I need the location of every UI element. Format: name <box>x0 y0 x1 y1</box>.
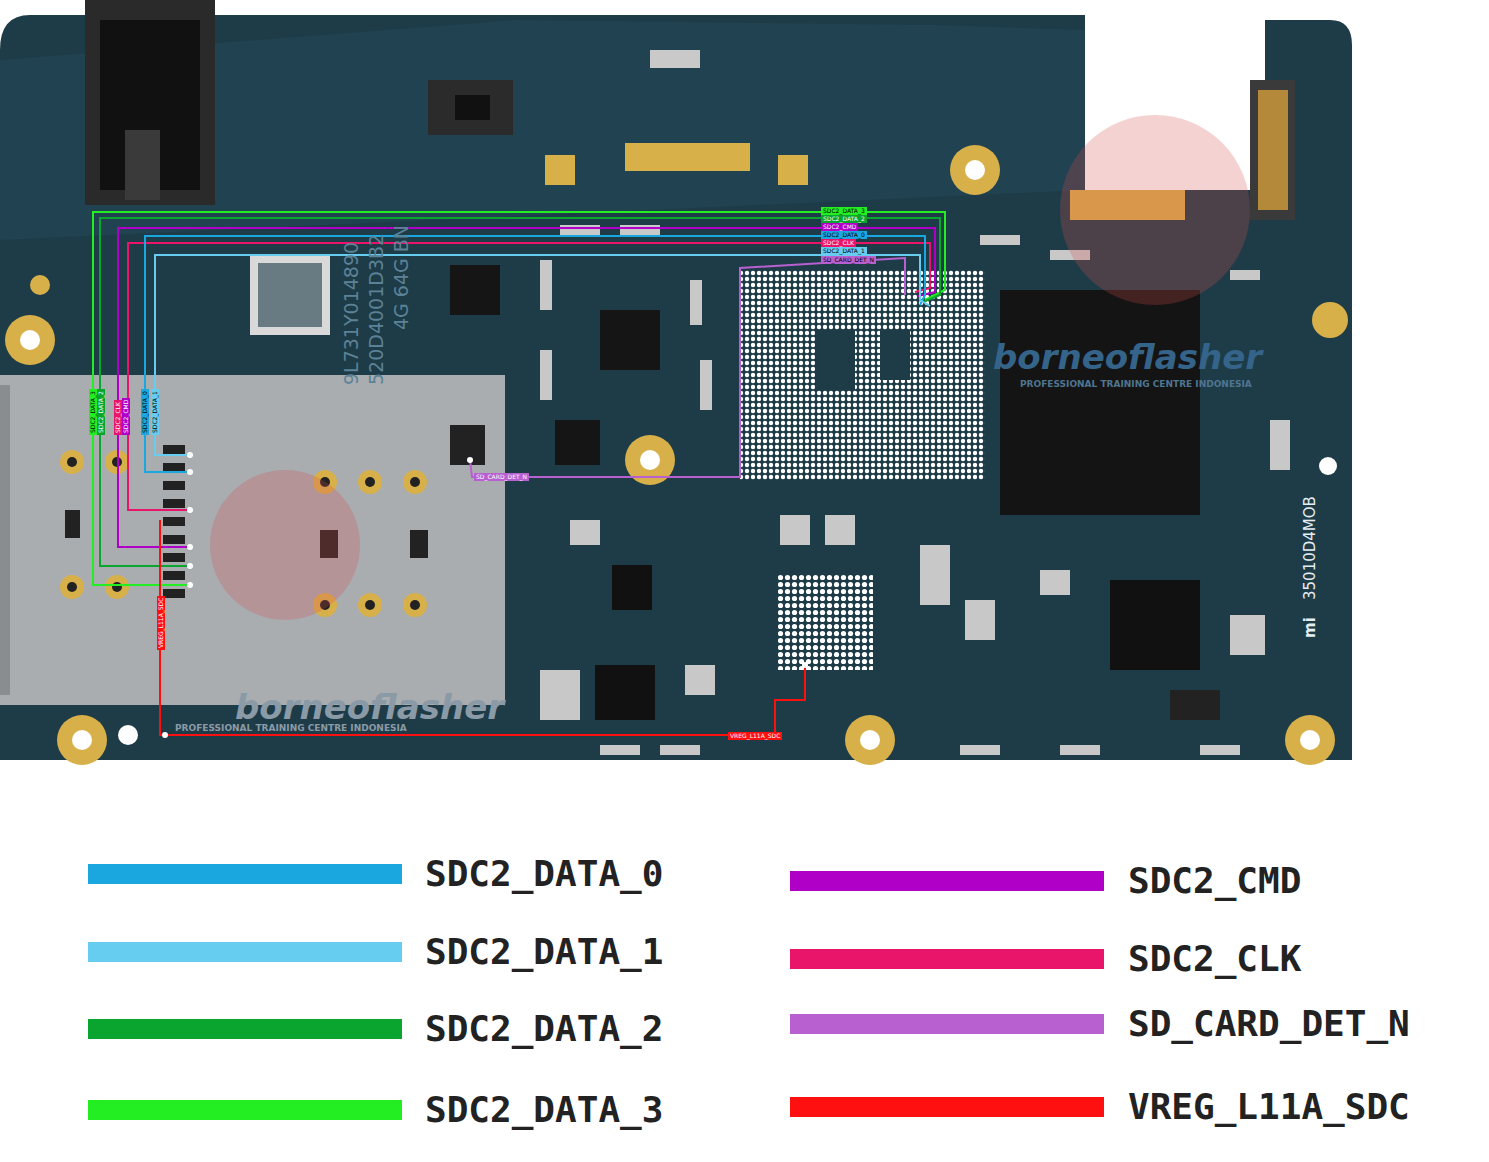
legend-swatch <box>88 864 402 884</box>
watermark: PROFESSIONAL TRAINING CENTRE INDONESIA <box>175 724 407 733</box>
legend-text: SDC2_DATA_0 <box>425 856 663 892</box>
legend-text: SD_CARD_DET_N <box>1128 1006 1410 1042</box>
legend-swatch <box>88 1100 402 1120</box>
legend-text: SDC2_DATA_2 <box>425 1011 663 1047</box>
signal-tag: SDC2_DATA_2 <box>97 389 105 435</box>
signal-tag: SDC2_CLK <box>821 239 856 247</box>
legend-swatch <box>88 1019 402 1039</box>
signal-tag: SD_CARD_DET_N <box>821 256 876 264</box>
logo: mi <box>1303 617 1318 638</box>
legend-text: SDC2_DATA_3 <box>425 1092 663 1128</box>
legend-text: VREG_L11A_SDC <box>1128 1089 1410 1125</box>
signal-tag: SDC2_DATA_1 <box>821 247 867 255</box>
signal-tag: SDC2_DATA_1 <box>151 389 159 435</box>
board-marking: 520D4001D3B2 <box>367 234 386 385</box>
board-marking: 4G 64G BN <box>392 225 411 330</box>
legend-swatch <box>88 942 402 962</box>
legend-swatch <box>790 1097 1104 1117</box>
signal-tag: SDC2_DATA_0 <box>821 231 867 239</box>
signal-tag: SDC2_CLK <box>114 400 122 435</box>
legend-swatch <box>790 1014 1104 1034</box>
signal-tag: SDC2_CMD <box>821 223 858 231</box>
board-marking: 9L731Y014890 <box>342 242 361 385</box>
signal-tag: SDC2_DATA_3 <box>89 389 97 435</box>
signal-tag: SDC2_CMD <box>122 398 130 435</box>
signal-tag: SDC2_DATA_0 <box>141 389 149 435</box>
signal-tag: SDC2_DATA_3 <box>821 207 867 215</box>
legend-text: SDC2_DATA_1 <box>425 934 663 970</box>
signal-tag: VREG_L11A_SDC <box>728 732 782 740</box>
watermark: borneoflasher <box>993 340 1262 374</box>
signal-tag: VREG_L11A_SDC <box>157 596 165 650</box>
legend-swatch <box>790 871 1104 891</box>
signal-tag: SDC2_DATA_2 <box>821 215 867 223</box>
legend-text: SDC2_CMD <box>1128 863 1301 899</box>
watermark: borneoflasher <box>235 690 504 724</box>
legend-text: SDC2_CLK <box>1128 941 1301 977</box>
watermark: PROFESSIONAL TRAINING CENTRE INDONESIA <box>1020 380 1252 389</box>
legend-swatch <box>790 949 1104 969</box>
signal-tag: SD_CARD_DET_N <box>474 473 529 481</box>
board-marking: 35010D4MOB <box>1303 496 1318 600</box>
